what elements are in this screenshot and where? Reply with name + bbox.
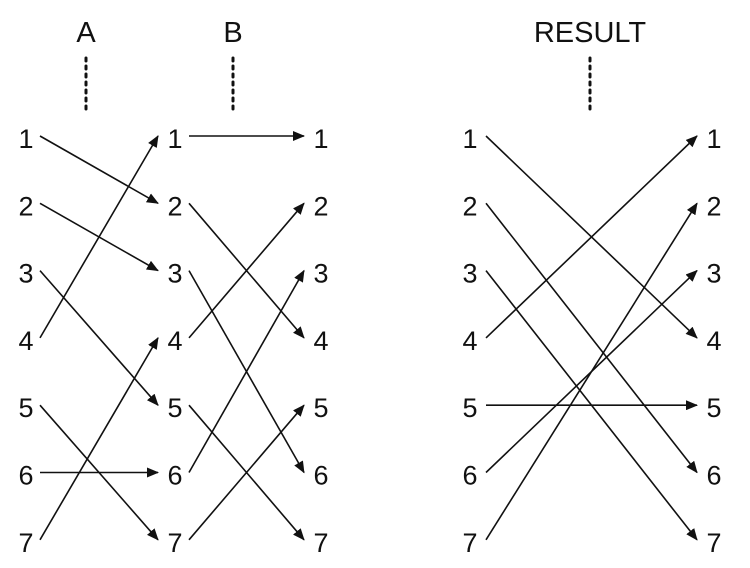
label-c0-4: 4	[18, 326, 33, 356]
label-c1-1: 1	[167, 124, 182, 154]
label-c0-5: 5	[18, 393, 33, 423]
arrow-result-4-to-1	[485, 135, 698, 339]
arrow-b-4-to-2	[188, 202, 305, 339]
label-c3-7: 7	[462, 528, 477, 558]
arrow-result-2-to-6	[485, 202, 698, 474]
label-c0-2: 2	[18, 191, 33, 221]
arrow-a-7-to-4	[39, 337, 159, 541]
label-c2-3: 3	[313, 259, 328, 289]
header-a: A	[76, 17, 96, 49]
label-c4-6: 6	[706, 461, 721, 491]
header-result: RESULT	[534, 17, 647, 49]
label-c2-7: 7	[313, 528, 328, 558]
label-c3-2: 2	[462, 191, 477, 221]
mapping-arrows	[39, 131, 698, 541]
label-c1-3: 3	[167, 259, 182, 289]
label-c0-3: 3	[18, 259, 33, 289]
label-c2-4: 4	[313, 326, 328, 356]
label-c1-2: 2	[167, 191, 182, 221]
node-labels: 1 2 3 4 5 6 7 1 2 3 4 5 6 7 1 2 3 4 5 6 7 1 2 3 4 5 6 7 1 2 3 4 5 6 7	[18, 124, 721, 558]
header-b: B	[223, 17, 242, 49]
label-c1-4: 4	[167, 326, 182, 356]
label-c4-1: 1	[706, 124, 721, 154]
arrow-a-3-to-5	[39, 270, 159, 406]
label-c3-3: 3	[462, 259, 477, 289]
label-c4-4: 4	[706, 326, 721, 356]
label-c2-6: 6	[313, 461, 328, 491]
label-c4-2: 2	[706, 191, 721, 221]
label-c2-5: 5	[313, 393, 328, 423]
label-c3-5: 5	[462, 393, 477, 423]
label-c1-5: 5	[167, 393, 182, 423]
label-c1-6: 6	[167, 461, 182, 491]
label-c0-7: 7	[18, 528, 33, 558]
arrow-b-6-to-3	[188, 269, 305, 473]
label-c3-6: 6	[462, 461, 477, 491]
label-c3-4: 4	[462, 326, 477, 356]
label-c3-1: 1	[462, 124, 477, 154]
label-c2-1: 1	[313, 124, 328, 154]
label-c1-7: 7	[167, 528, 182, 558]
label-c0-6: 6	[18, 461, 33, 491]
label-c0-1: 1	[18, 124, 33, 154]
label-c4-3: 3	[706, 259, 721, 289]
label-c2-2: 2	[313, 191, 328, 221]
arrow-a-1-to-2	[39, 135, 159, 204]
label-c4-5: 5	[706, 393, 721, 423]
arrow-result-7-to-2	[485, 202, 698, 541]
label-c4-7: 7	[706, 528, 721, 558]
arrow-a-4-to-1	[39, 135, 159, 339]
arrow-b-7-to-5	[188, 404, 305, 541]
